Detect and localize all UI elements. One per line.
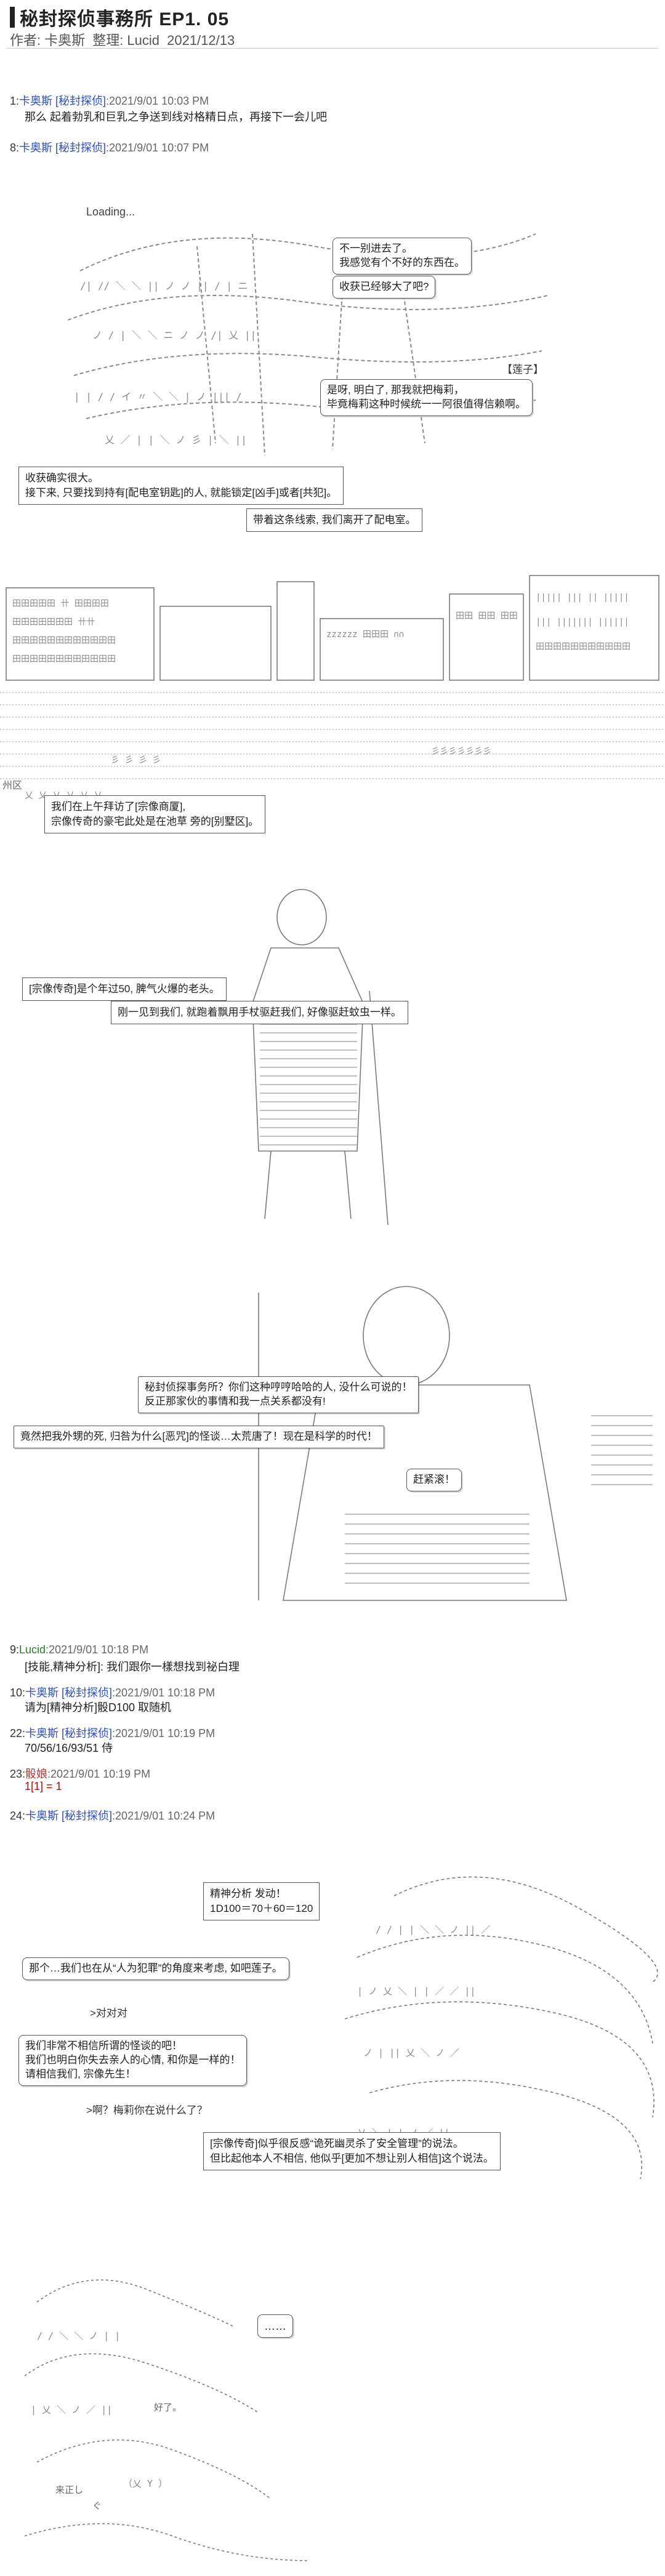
post-body: 70/56/16/93/51 侍 (25, 1742, 113, 1754)
aa-label: ぐ (92, 2501, 102, 2511)
ascii-art-old-man-closeup (246, 1280, 665, 1625)
speech-bubble: 赶紧滚！ (406, 1469, 462, 1491)
reply-line: >啊？梅莉你在说什么了？ (86, 2105, 208, 2116)
svg-text:（乂 Y ）: （乂 Y ） (123, 2478, 167, 2489)
poster-name[interactable]: 卡奥斯 [秘封探侦] (19, 95, 107, 107)
aa-label: 来正し (55, 2485, 84, 2495)
post-header: 23:骰娘:2021/9/01 10:19 PM (10, 1768, 151, 1780)
post-header: 22:卡奥斯 [秘封探侦]:2021/9/01 10:19 PM (10, 1727, 216, 1739)
poster-name[interactable]: 骰娘 (25, 1768, 48, 1780)
date: 2021/12/13 (167, 33, 235, 48)
old-man-drawing (252, 889, 389, 1226)
loading-label: Loading... (86, 206, 135, 218)
svg-text:彡 彡 彡 彡: 彡 彡 彡 彡 (111, 755, 161, 765)
ascii-art-cityscape: 田田田田田 卄 田田田田 田田田田田田田 卄卄 田田田田田田田田田田田田 田田田… (0, 569, 665, 806)
closing-drawing: / / ＼ ＼ ノ | | | 乂 ＼ ノ ／ || （乂 Y ） (24, 2279, 308, 2561)
speech-bubble: 秘封侦探事务所？你们这种哼哼哈哈的人, 没什么可说的！ 反正那家伙的事情和我一点… (138, 1376, 419, 1413)
ascii-art-closing: / / ＼ ＼ ノ | | | 乂 ＼ ノ ／ || （乂 Y ） (12, 2228, 332, 2573)
ascii-art-analysis-scene: / / | | ＼ ＼ ノ || ／ | ノ 乂 ＼ | | ／ ／ || ノ … (320, 1859, 665, 2216)
speech-bubble: 收获已经够大了吧? (332, 276, 436, 299)
svg-text:ノ / | ＼ ＼ ニ ノ ノ /| 乂 ||: ノ / | ＼ ＼ ニ ノ ノ /| 乂 || (92, 329, 256, 341)
ascii-art-drawing: /| // ＼ ＼ || ノ ノ || / | ニ ノ / | ＼ ＼ ニ ノ … (67, 233, 549, 456)
post-header: 9:Lucid:2021/9/01 10:18 PM (10, 1643, 149, 1656)
svg-text:zzzzzz 田田田 ∩∩: zzzzzz 田田田 ∩∩ (326, 630, 404, 640)
svg-text:| ノ 乂 ＼ | | ／ ／ ||: | ノ 乂 ＼ | | ／ ／ || (357, 1986, 475, 1997)
svg-text:乂 ／ | | ＼ ノ 彡 | ＼ ||: 乂 ／ | | ＼ ノ 彡 | ＼ || (105, 434, 247, 446)
narration-caption: [宗像传奇]是个年过50, 脾气火爆的老头。 (22, 977, 227, 1001)
post-body: [技能,精神分析]: 我们跟你一樣想找到祕白理 (25, 1661, 240, 1673)
aa-label: 好了。 (154, 2402, 182, 2413)
speech-bubble: 是呀, 明白了, 那我就把梅莉， 毕竟梅莉这种时候统一一阿很值得信赖啊。 (320, 379, 533, 416)
closeup-drawing (258, 1286, 653, 1601)
speaker-tag: 【莲子】 (502, 364, 544, 375)
skill-roll-box: 精神分析 发动！ 1D100＝70＋60＝120 (203, 1882, 320, 1920)
post-header: 8:卡奥斯 [秘封探侦]:2021/9/01 10:07 PM (10, 142, 209, 154)
author-name[interactable]: 卡奥斯 (44, 33, 86, 48)
svg-text:田田田田田田田田田田田: 田田田田田田田田田田田 (536, 642, 631, 652)
svg-text:| 乂 ＼ ノ ／ ||: | 乂 ＼ ノ ／ || (31, 2404, 112, 2415)
post-body: 那么 起着勃乳和巨乳之争送到线对格精日点，再接下一会儿吧 (25, 111, 327, 123)
title-marker (10, 7, 15, 28)
city-sign: 州区 (2, 780, 23, 791)
svg-text:田田田田田 卄 田田田田: 田田田田田 卄 田田田田 (12, 599, 109, 609)
city-drawing: 田田田田田 卄 田田田田 田田田田田田田 卄卄 田田田田田田田田田田田田 田田田… (0, 575, 665, 801)
author-line: 作者:卡奥斯 整理:Lucid 2021/12/13 (10, 33, 235, 48)
speech-bubble: 不一别进去了。 我感觉有个不好的东西在。 (332, 238, 472, 275)
editor-name[interactable]: Lucid (127, 33, 159, 48)
ascii-art-scene-lab: /| // ＼ ＼ || ノ ノ || / | ニ ノ / | ＼ ＼ ニ ノ … (55, 197, 560, 462)
narration-caption: 刚一见到我们, 就跑着飘用手杖驱赶我们, 好像驱赶蚊虫一样。 (111, 1001, 408, 1024)
post-header: 1:卡奥斯 [秘封探侦]:2021/9/01 10:03 PM (10, 95, 209, 107)
ascii-art-old-man (216, 880, 419, 1231)
poster-name[interactable]: 卡奥斯 [秘封探侦] (25, 1687, 113, 1699)
svg-text:田田田田田田田田田田田田: 田田田田田田田田田田田田 (12, 654, 116, 664)
post-header: 24:卡奥斯 [秘封探侦]:2021/9/01 10:24 PM (10, 1810, 216, 1822)
svg-text:田田 田田 田田: 田田 田田 田田 (456, 611, 518, 621)
poster-name[interactable]: 卡奥斯 [秘封探侦] (19, 142, 107, 154)
poster-name[interactable]: 卡奥斯 [秘封探侦] (25, 1727, 113, 1739)
svg-text:ノ | || 乂 ＼ ノ ／: ノ | || 乂 ＼ ノ ／ (363, 2047, 459, 2058)
svg-text:/| // ＼ ＼ || ノ ノ || / |: /| // ＼ ＼ || ノ ノ || / | ニ (80, 280, 248, 292)
svg-text:/ / | | ＼ ＼ ノ || ／: / / | | ＼ ＼ ノ || ／ (376, 1924, 490, 1935)
header-divider (6, 48, 659, 49)
speech-bubble: 竟然把我外甥的死, 归咎为什么[恶咒]的怪谈…太荒唐了！现在是科学的时代！ (14, 1426, 384, 1448)
analysis-drawing: / / | | ＼ ＼ ノ || ／ | ノ 乂 ＼ | | ／ ／ || ノ … (344, 1876, 658, 2180)
post-header: 10:卡奥斯 [秘封探侦]:2021/9/01 10:18 PM (10, 1687, 216, 1699)
page-header: 秘封探侦事務所 EP1. 05 (10, 4, 229, 31)
speech-bubble: …… (257, 2314, 293, 2338)
post-body: 1[1] = 1 (25, 1780, 62, 1792)
narration-caption: 带着这条线索, 我们离开了配电室。 (246, 508, 423, 532)
svg-text:||| ||||||| ||||||: ||| ||||||| |||||| (536, 617, 629, 627)
svg-text:田田田田田田田田田田田田: 田田田田田田田田田田田田 (12, 636, 116, 646)
poster-name[interactable]: Lucid (19, 1643, 46, 1656)
speech-bubble: 我们非常不相信所谓的怪谈的吧！ 我们也明白你失去亲人的心情, 和你是一样的！ 请… (18, 2035, 248, 2086)
svg-text:田田田田田田田 卄卄: 田田田田田田田 卄卄 (12, 617, 95, 627)
page-title: 秘封探侦事務所 EP1. 05 (20, 9, 230, 30)
narration-caption: [宗像传奇]似乎很反感“诡死幽灵杀了安全管理”的说法。 但比起他本人不相信, 他… (203, 2132, 501, 2170)
svg-text:||||| ||| || |||||: ||||| ||| || ||||| (536, 593, 629, 603)
poster-name[interactable]: 卡奥斯 [秘封探侦] (25, 1810, 113, 1822)
svg-text:彡彡彡彡彡彡彡: 彡彡彡彡彡彡彡 (431, 747, 491, 756)
svg-text:| | / / イ 〃 ＼ ＼ | ノ ||| /: | | / / イ 〃 ＼ ＼ | ノ ||| / (74, 391, 242, 403)
narration-caption: 收获确实很大。 接下来, 只要找到持有[配电室钥匙]的人, 就能锁定[凶手]或者… (18, 467, 344, 505)
post-body: 请为[精神分析]骰D100 取随机 (25, 1701, 172, 1714)
reply-line: >对对对 (90, 2007, 127, 2019)
speech-bubble: 那个…我们也在从“人为犯罪”的角度来考虑, 如吧莲子。 (22, 1957, 289, 1980)
svg-text:/ / ＼ ＼ ノ | |: / / ＼ ＼ ノ | | (37, 2330, 120, 2341)
narration-caption: 我们在上午拜访了[宗像商厦], 宗像传奇的豪宅此处是在池草 旁的[别墅区]。 (44, 795, 266, 833)
